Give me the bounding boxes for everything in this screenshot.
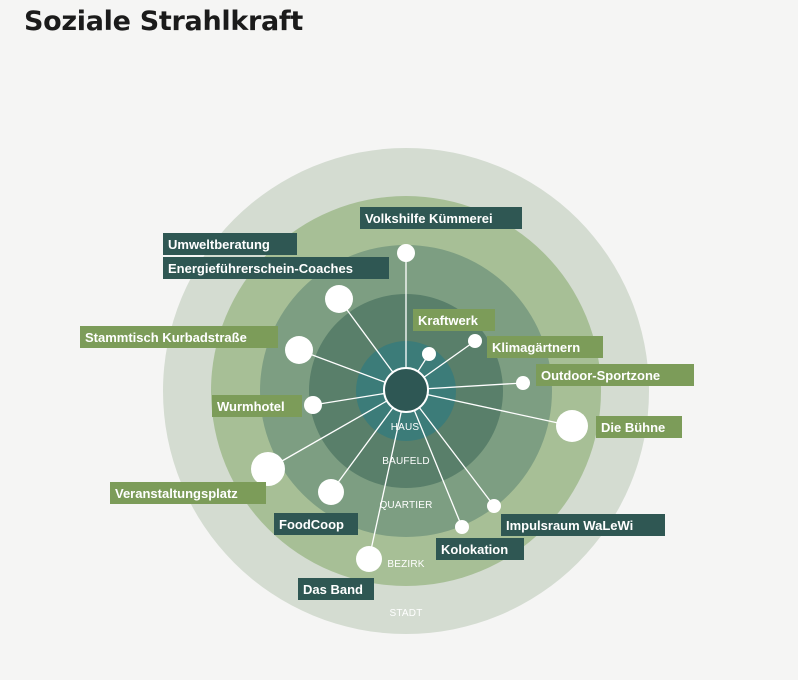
spoke-kolokation [405,389,463,528]
label-box-kraftwerk [413,309,495,331]
center-hub[interactable] [383,367,429,413]
label-text-energiefuehrerschein-coaches: Energieführerschein-Coaches [168,261,353,276]
label-box-kolokation [436,538,524,560]
spoke-die-buehne [405,389,573,427]
label-stammtisch-kurbadstrasse[interactable]: Stammtisch Kurbadstraße [80,326,278,348]
label-foodcoop[interactable]: FoodCoop [274,513,358,535]
label-kolokation[interactable]: Kolokation [436,538,524,560]
label-text-volkshilfe-kuemmerei: Volkshilfe Kümmerei [365,211,493,226]
label-box-foodcoop [274,513,358,535]
ring-label-stadt: STADT [389,608,422,619]
label-box-wurmhotel [212,395,302,417]
label-text-kolokation: Kolokation [441,542,508,557]
node-kraftwerk[interactable] [422,347,436,361]
spoke-impulsraum-walewi [405,389,495,507]
label-text-kraftwerk: Kraftwerk [418,313,479,328]
label-umweltberatung[interactable]: Umweltberatung [163,233,297,255]
node-wurmhotel[interactable] [304,396,322,414]
label-impulsraum-walewi[interactable]: Impulsraum WaLeWi [501,514,665,536]
ring-label-bezirk: BEZIRK [387,559,424,570]
label-das-band[interactable]: Das Band [298,578,374,600]
label-box-stammtisch-kurbadstrasse [80,326,278,348]
label-text-impulsraum-walewi: Impulsraum WaLeWi [506,518,633,533]
label-text-stammtisch-kurbadstrasse: Stammtisch Kurbadstraße [85,330,247,345]
label-text-foodcoop: FoodCoop [279,517,344,532]
node-klimagaertnern[interactable] [468,334,482,348]
label-box-das-band [298,578,374,600]
label-text-die-buehne: Die Bühne [601,420,665,435]
label-box-klimagaertnern [487,336,603,358]
label-text-wurmhotel: Wurmhotel [217,399,285,414]
page-title: Soziale Strahlkraft [24,6,303,37]
label-box-volkshilfe-kuemmerei [360,207,522,229]
labels-layer: Volkshilfe KümmereiUmweltberatungEnergie… [80,207,694,600]
node-volkshilfe-kuemmerei[interactable] [397,244,415,262]
label-box-impulsraum-walewi [501,514,665,536]
label-box-die-buehne [596,416,682,438]
label-wurmhotel[interactable]: Wurmhotel [212,395,302,417]
node-foodcoop[interactable] [318,479,344,505]
ring-label-baufeld: BAUFELD [382,456,430,467]
node-stammtisch-kurbadstrasse[interactable] [285,336,313,364]
ring-label-haus: HAUS [391,422,420,433]
ring-labels-layer: STADT BEZIRK QUARTIER BAUFELD HAUS [379,422,432,619]
label-box-veranstaltungsplatz [110,482,266,504]
label-volkshilfe-kuemmerei[interactable]: Volkshilfe Kümmerei [360,207,522,229]
node-veranstaltungsplatz[interactable] [251,452,285,486]
label-text-das-band: Das Band [303,582,363,597]
label-text-outdoor-sportzone: Outdoor-Sportzone [541,368,660,383]
node-impulsraum-walewi[interactable] [487,499,501,513]
label-box-energiefuehrerschein-coaches [163,257,389,279]
node-das-band[interactable] [356,546,382,572]
node-umweltberatung[interactable] [325,285,353,313]
label-klimagaertnern[interactable]: Klimagärtnern [487,336,603,358]
node-die-buehne[interactable] [556,410,588,442]
label-energiefuehrerschein-coaches[interactable]: Energieführerschein-Coaches [163,257,389,279]
label-kraftwerk[interactable]: Kraftwerk [413,309,495,331]
node-kolokation[interactable] [455,520,469,534]
label-text-klimagaertnern: Klimagärtnern [492,340,580,355]
label-text-umweltberatung: Umweltberatung [168,237,270,252]
label-veranstaltungsplatz[interactable]: Veranstaltungsplatz [110,482,266,504]
label-die-buehne[interactable]: Die Bühne [596,416,682,438]
label-box-outdoor-sportzone [536,364,694,386]
ring-label-quartier: QUARTIER [379,500,432,511]
label-box-umweltberatung [163,233,297,255]
nodes-layer [251,244,588,572]
label-text-veranstaltungsplatz: Veranstaltungsplatz [115,486,238,501]
label-outdoor-sportzone[interactable]: Outdoor-Sportzone [536,364,694,386]
node-outdoor-sportzone[interactable] [516,376,530,390]
spoke-veranstaltungsplatz [267,389,407,470]
spoke-das-band [368,389,407,560]
